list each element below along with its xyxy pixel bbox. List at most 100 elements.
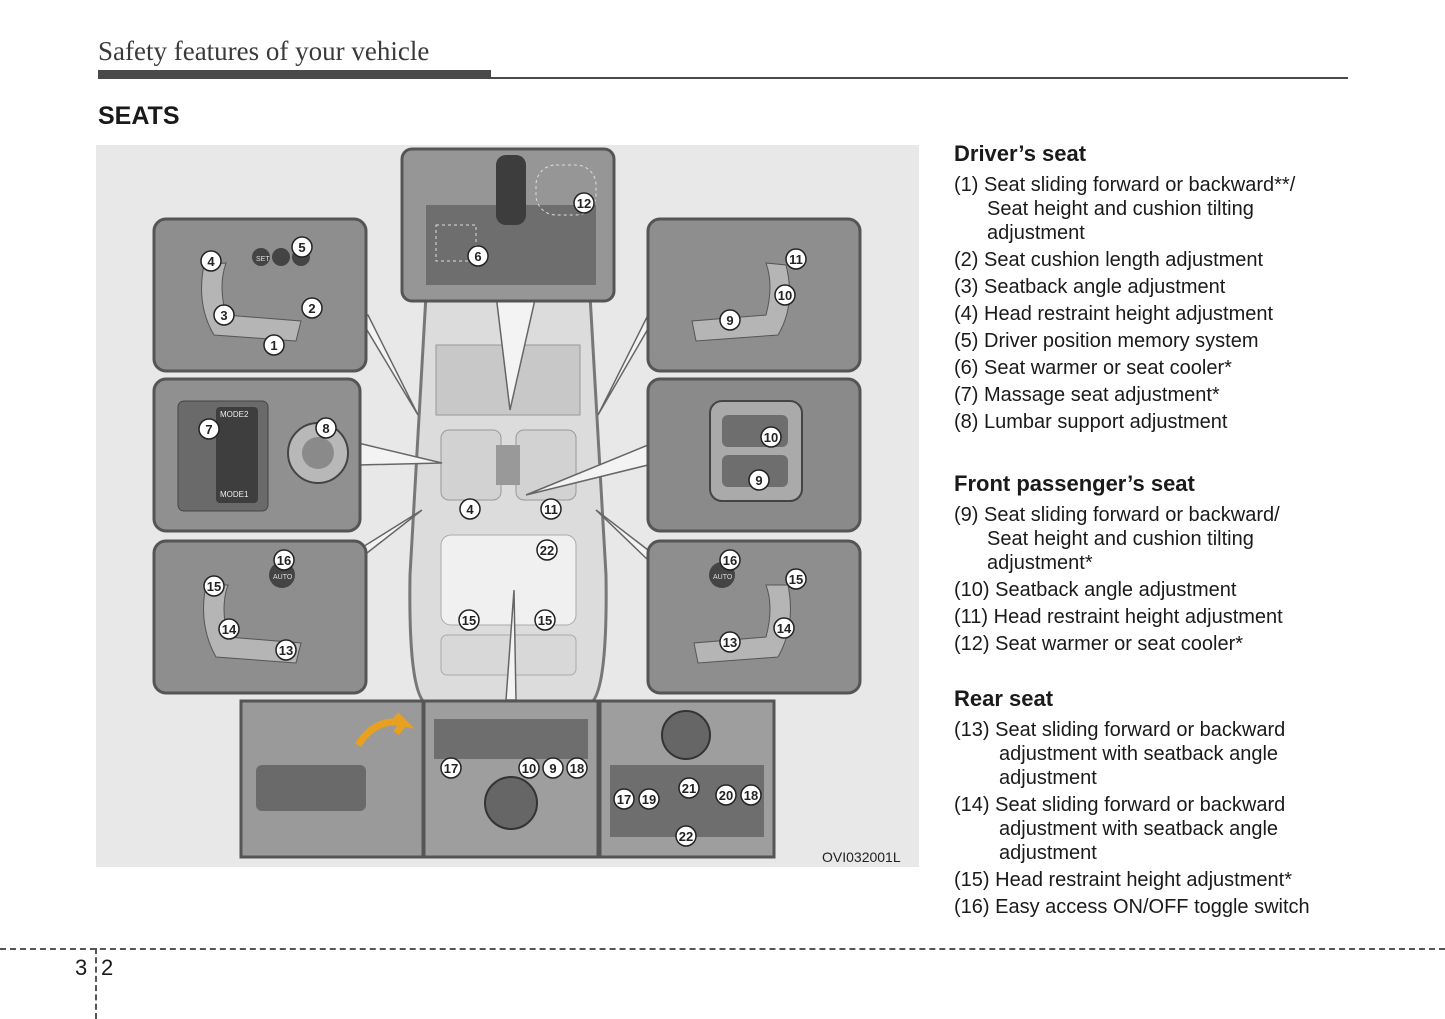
list-item-number: (1): [954, 174, 979, 196]
callout-17-badge: 17: [440, 757, 462, 779]
list-item-first-line: Seat warmer or seat cooler*: [984, 357, 1232, 379]
svg-text:9: 9: [726, 313, 733, 328]
callout-22b-badge: 22: [675, 825, 697, 847]
svg-text:12: 12: [577, 196, 591, 211]
callout-22-badge: 22: [536, 539, 558, 561]
list-item-number: (6): [954, 357, 979, 379]
callout-15b-badge: 15: [534, 609, 556, 631]
svg-text:4: 4: [207, 254, 215, 269]
callout-11b-badge: 11: [540, 498, 562, 520]
svg-text:2: 2: [308, 301, 315, 316]
list-item: (3) Seatback angle adjustment: [954, 275, 1394, 299]
list-item-number: (8): [954, 411, 979, 433]
section-heading: SEATS: [98, 102, 180, 130]
callout-16b-badge: 16: [719, 549, 741, 571]
list-item: (9) Seat sliding forward or backward/Sea…: [954, 503, 1394, 575]
list-item-number: (13): [954, 719, 990, 741]
list-item-number: (2): [954, 249, 979, 271]
callout-13-badge: 13: [275, 639, 297, 661]
callout-14b-badge: 14: [773, 617, 795, 639]
list-item-number: (15): [954, 869, 990, 891]
list-item-continuation: adjustment: [987, 222, 1085, 244]
footer-divider-vertical: [95, 948, 97, 1019]
callout-4b-badge: 4: [459, 498, 481, 520]
list-item-number: (3): [954, 276, 979, 298]
svg-text:15: 15: [462, 613, 476, 628]
panel-rear-right-seat: AUTO: [646, 539, 862, 695]
svg-text:7: 7: [205, 422, 212, 437]
list-item-first-line: Driver position memory system: [984, 330, 1259, 352]
callout-20-badge: 20: [715, 784, 737, 806]
list-item: (14) Seat sliding forward or backward adj…: [954, 793, 1394, 865]
callout-badges: 1 2 3 4 5 6 7 8 9 10 11 12 10 9 4 11 22 …: [198, 192, 807, 847]
list-item-number: (14): [954, 794, 990, 816]
panel-passenger-seat: [646, 217, 862, 373]
list-item-number: (9): [954, 504, 979, 526]
page-number: 2: [101, 955, 114, 980]
panel-rear-armrest: [239, 699, 425, 859]
svg-text:6: 6: [474, 249, 481, 264]
callout-13b-badge: 13: [719, 631, 741, 653]
panel-climate-front: [422, 699, 600, 859]
svg-text:15: 15: [207, 579, 221, 594]
svg-text:18: 18: [570, 761, 584, 776]
list-item-number: (12): [954, 633, 990, 655]
callout-18b-badge: 18: [740, 784, 762, 806]
figure-code: OVI032001L: [822, 849, 901, 865]
list-item-first-line: Seatback angle adjustment: [984, 276, 1226, 298]
list-item-continuation: adjustment: [999, 842, 1097, 864]
callout-18-badge: 18: [566, 757, 588, 779]
list-item-first-line: Seat cushion length adjustment: [984, 249, 1264, 271]
list-item: (7) Massage seat adjustment*: [954, 383, 1394, 407]
svg-text:5: 5: [298, 240, 305, 255]
svg-text:17: 17: [617, 792, 631, 807]
mode1-label: MODE1: [220, 490, 249, 499]
svg-text:13: 13: [723, 635, 737, 650]
svg-text:15: 15: [538, 613, 552, 628]
list-item-first-line: Lumbar support adjustment: [984, 411, 1228, 433]
list-item-first-line: Seat sliding forward or backward/: [984, 504, 1280, 526]
car-body: [408, 278, 608, 707]
list-item: (8) Lumbar support adjustment: [954, 410, 1394, 434]
list-item-first-line: Head restraint height adjustment: [984, 303, 1274, 325]
list-item-first-line: Easy access ON/OFF toggle switch: [995, 896, 1310, 918]
callout-6-badge: 6: [467, 245, 489, 267]
list-item: (11) Head restraint height adjustment: [954, 605, 1394, 629]
callout-9-badge: 9: [719, 309, 741, 331]
callout-19-badge: 19: [638, 788, 660, 810]
svg-text:3: 3: [220, 308, 227, 323]
header-rule-thick: [98, 70, 491, 79]
callout-15c-badge: 15: [203, 575, 225, 597]
seats-illustration: SET MODE2 MODE1 AUTO: [96, 145, 919, 867]
svg-text:15: 15: [789, 572, 803, 587]
svg-text:9: 9: [755, 473, 762, 488]
list-item-continuation: Seat height and cushion tilting: [987, 198, 1254, 220]
list-item: (1) Seat sliding forward or backward**/S…: [954, 173, 1394, 245]
list-item-first-line: Massage seat adjustment*: [984, 384, 1220, 406]
group-heading-passenger: Front passenger’s seat: [954, 471, 1195, 496]
svg-text:14: 14: [777, 621, 792, 636]
svg-text:13: 13: [279, 643, 293, 658]
callout-11-badge: 11: [785, 248, 807, 270]
list-item-first-line: Head restraint height adjustment*: [995, 869, 1292, 891]
list-item-continuation: adjustment*: [987, 552, 1093, 574]
set-button-label: SET: [256, 256, 270, 263]
callout-16-badge: 16: [273, 549, 295, 571]
list-item-continuation: adjustment: [999, 767, 1097, 789]
svg-text:22: 22: [540, 543, 554, 558]
list-item: (5) Driver position memory system: [954, 329, 1394, 353]
callout-10c-badge: 10: [518, 757, 540, 779]
panel-driver-seat: SET: [152, 217, 368, 373]
callout-8-badge: 8: [315, 417, 337, 439]
callout-7-badge: 7: [198, 418, 220, 440]
list-item-continuation: Seat height and cushion tilting: [987, 528, 1254, 550]
list-item-first-line: Seat sliding forward or backward: [995, 794, 1286, 816]
panel-center-console: [400, 147, 616, 303]
svg-text:11: 11: [544, 502, 558, 517]
svg-text:19: 19: [642, 792, 656, 807]
panel-rear-left-seat: AUTO: [152, 539, 368, 695]
callout-15d-badge: 15: [785, 568, 807, 590]
auto-label-right: AUTO: [713, 574, 733, 581]
callout-5-badge: 5: [291, 236, 313, 258]
